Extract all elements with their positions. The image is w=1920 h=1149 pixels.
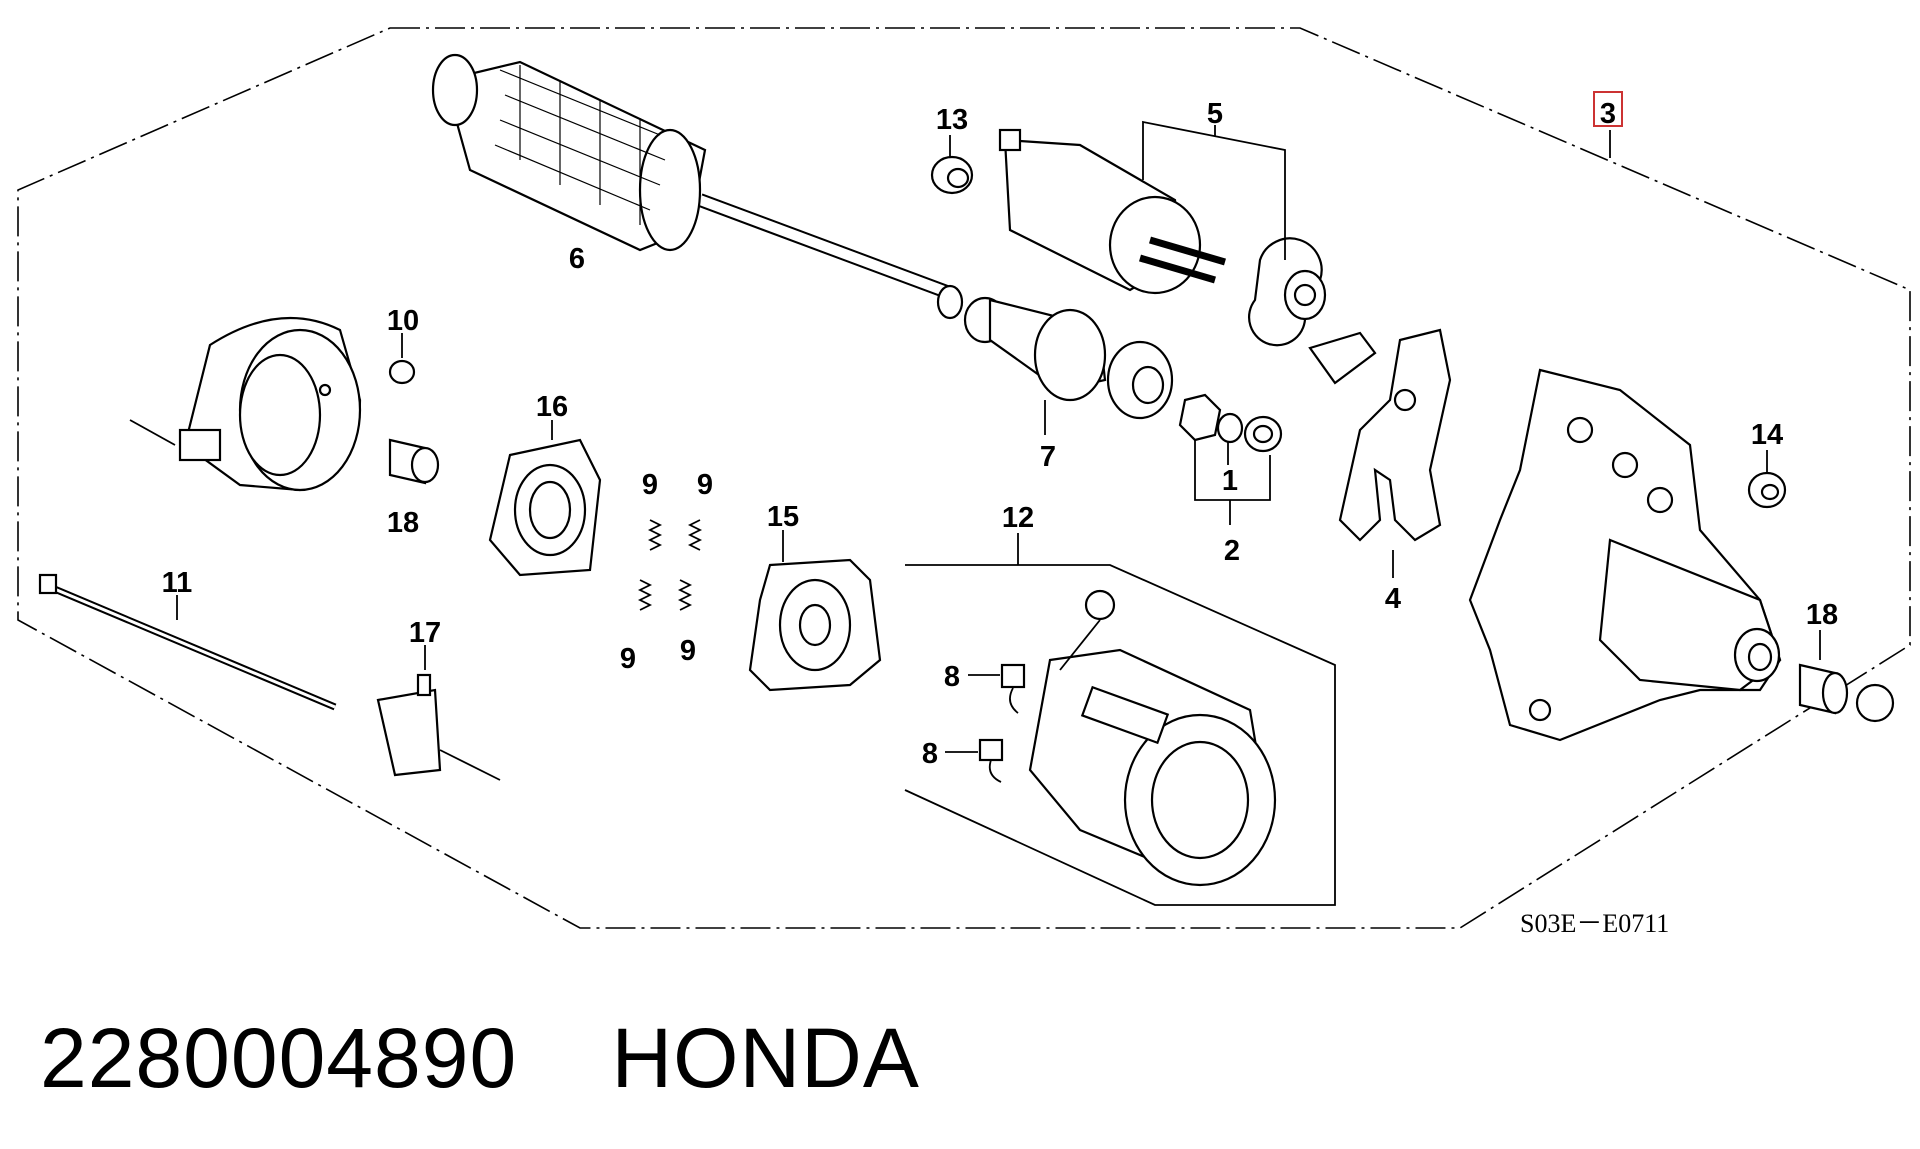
callout-1[interactable]: 1 [1222, 465, 1238, 497]
rear-cover[interactable] [178, 316, 362, 492]
solenoid-switch[interactable] [998, 128, 1327, 347]
nut-14[interactable] [1747, 471, 1787, 509]
assembly-frame [17, 27, 1911, 929]
stop-ring-set[interactable] [1178, 393, 1283, 453]
callout-9-b[interactable]: 9 [697, 469, 713, 501]
shift-lever[interactable] [1308, 328, 1452, 542]
callout-6[interactable]: 6 [569, 243, 585, 275]
callout-9-a[interactable]: 9 [642, 469, 658, 501]
callout-13[interactable]: 13 [936, 104, 968, 136]
callout-16[interactable]: 16 [536, 391, 568, 423]
carbon-brush-lower[interactable] [978, 738, 1004, 783]
armature[interactable] [431, 53, 964, 320]
callout-4[interactable]: 4 [1385, 583, 1401, 615]
callout-9-d[interactable]: 9 [680, 635, 696, 667]
callout-3[interactable]: 3 [1600, 98, 1616, 130]
callout-15[interactable]: 15 [767, 501, 799, 533]
gear-housing[interactable] [1468, 368, 1782, 742]
ground-bracket[interactable] [376, 673, 442, 777]
footer: 2280004890 HONDA [40, 1010, 1920, 1110]
bearing-18-right[interactable] [1798, 663, 1895, 723]
callout-5[interactable]: 5 [1207, 98, 1223, 130]
bearing-18-left[interactable] [388, 438, 440, 485]
overrunning-clutch[interactable] [963, 296, 1174, 420]
callout-3-highlight [1593, 91, 1623, 127]
callout-8-lower[interactable]: 8 [922, 738, 938, 770]
yoke-group-frame [904, 564, 1336, 906]
callout-18-left[interactable]: 18 [387, 507, 419, 539]
carbon-brush-upper[interactable] [1000, 663, 1026, 714]
brand-name: HONDA [611, 1011, 920, 1105]
callout-2[interactable]: 2 [1224, 535, 1240, 567]
callout-8-upper[interactable]: 8 [944, 661, 960, 693]
end-frame-plate[interactable] [748, 558, 882, 692]
part-number: 2280004890 [40, 1011, 518, 1105]
callout-18-right[interactable]: 18 [1806, 599, 1838, 631]
callout-12[interactable]: 12 [1002, 502, 1034, 534]
nut-10[interactable] [388, 359, 416, 385]
callout-11[interactable]: 11 [162, 567, 193, 599]
callout-14[interactable]: 14 [1751, 419, 1783, 451]
brush-spring-set[interactable] [637, 519, 703, 611]
callout-17[interactable]: 17 [409, 617, 441, 649]
diagram-code: S03E－E0711 [1520, 909, 1669, 938]
callout-7[interactable]: 7 [1040, 441, 1056, 473]
yoke-field-coil[interactable] [1028, 589, 1277, 887]
callout-10[interactable]: 10 [387, 305, 419, 337]
nut-13[interactable] [930, 155, 974, 195]
parts-diagram: 1 2 3 4 5 6 7 8 8 9 9 9 9 10 11 12 13 14… [17, 27, 1911, 938]
callout-9-c[interactable]: 9 [620, 643, 636, 675]
brush-holder[interactable] [488, 438, 602, 577]
through-bolt[interactable] [38, 573, 337, 711]
